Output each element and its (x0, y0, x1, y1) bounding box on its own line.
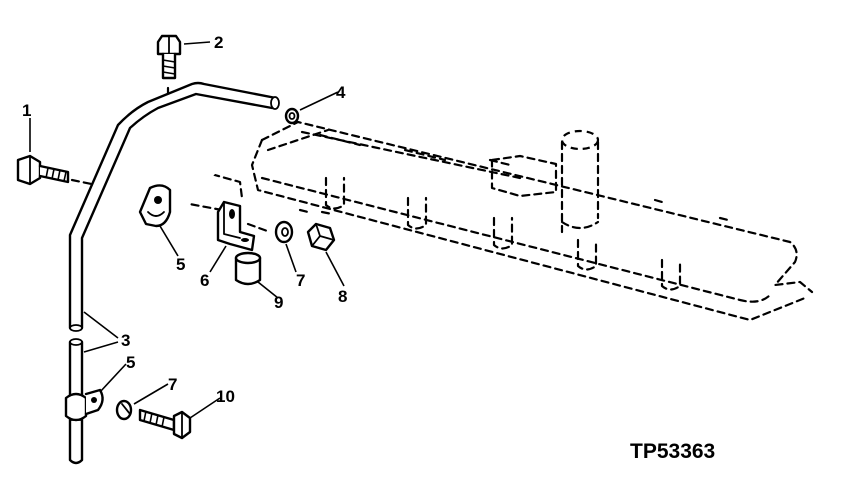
nut-icon (306, 222, 336, 252)
lower-washer-icon (115, 399, 133, 421)
lower-cap-screw-icon (138, 408, 192, 440)
reference-code: TP53363 (630, 440, 715, 463)
bracket-icon (216, 200, 256, 252)
washer-icon (274, 220, 294, 244)
o-ring-icon (284, 107, 300, 125)
rocker-cover-phantom-icon (250, 120, 814, 322)
leader-lines (29, 41, 345, 419)
callout-6: 6 (200, 271, 209, 290)
vertical-cap-screw-icon (156, 34, 182, 80)
callout-5-upper: 5 (176, 255, 185, 274)
callout-7-upper: 7 (296, 271, 305, 290)
dipstick-tube-icon (68, 81, 280, 332)
callout-4: 4 (336, 83, 346, 102)
callout-9: 9 (274, 293, 283, 312)
cap-screw-icon (16, 154, 70, 186)
spacer-icon (234, 251, 262, 286)
lower-clamp-icon (64, 388, 104, 422)
callout-1: 1 (22, 101, 31, 120)
callout-7-lower: 7 (168, 375, 177, 394)
callout-2: 2 (214, 33, 223, 52)
callout-10: 10 (216, 387, 235, 406)
callout-5-lower: 5 (126, 353, 135, 372)
callout-3: 3 (121, 331, 130, 350)
callout-8: 8 (338, 287, 347, 306)
tube-clamp-icon (138, 184, 172, 228)
